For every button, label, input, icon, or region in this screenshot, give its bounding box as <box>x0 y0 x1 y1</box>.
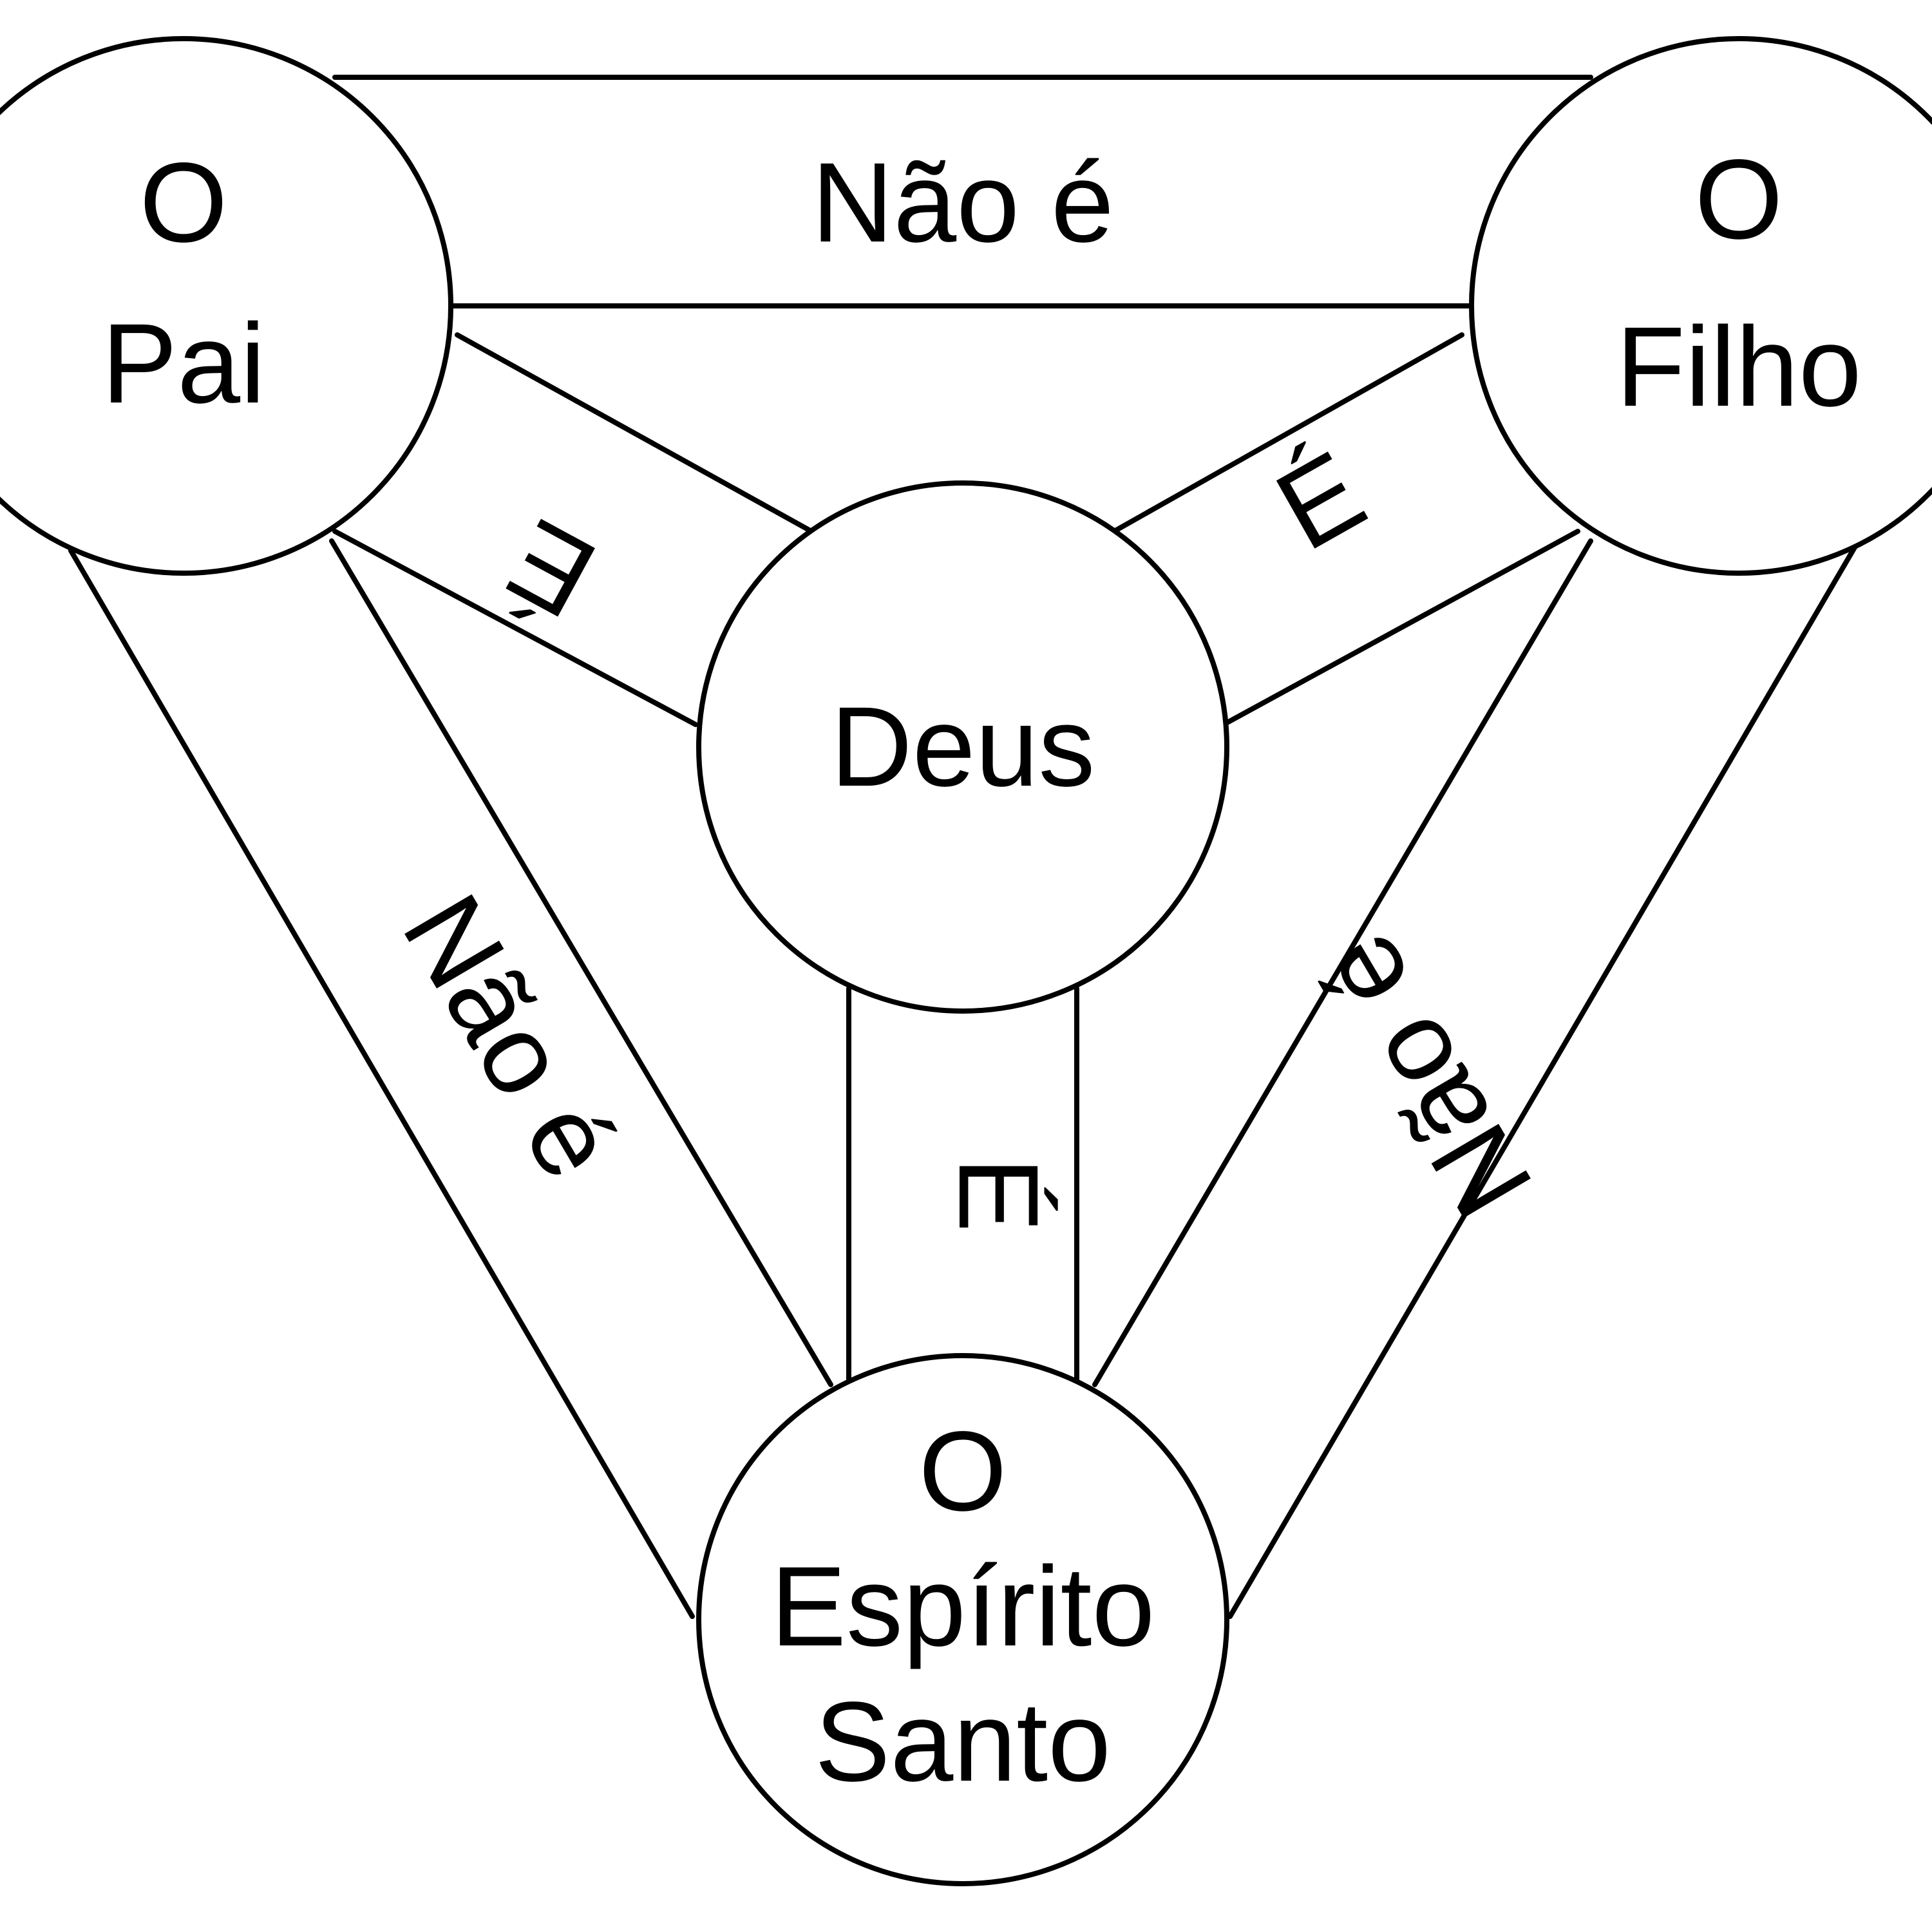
band-son-god <box>1112 332 1580 727</box>
node-spirit: O Espírito Santo <box>696 1353 1229 1886</box>
edge-label-son-spirit: Não é <box>1294 913 1557 1238</box>
node-son: O Filho <box>1469 36 1932 576</box>
edge-label-father-son: Não é <box>811 140 1114 266</box>
band-father-spirit <box>68 538 833 1619</box>
node-spirit-line-3: Santo <box>815 1679 1111 1805</box>
node-son-line-1: O <box>1695 137 1783 263</box>
band-father-god <box>332 332 814 727</box>
node-god: Deus <box>696 480 1229 1014</box>
edge-label-son-god: É <box>1256 428 1385 574</box>
node-god-label: Deus <box>831 684 1095 810</box>
node-spirit-line-2: Espírito <box>771 1544 1155 1670</box>
node-son-line-2: Filho <box>1616 304 1861 430</box>
node-father-line-1: O <box>140 140 228 266</box>
edge-label-father-god: É <box>488 495 615 642</box>
band-spirit-god <box>846 986 1079 1384</box>
node-father-line-2: Pai <box>102 301 265 427</box>
node-spirit-line-1: O <box>919 1408 1007 1535</box>
node-father: O Pai <box>0 36 453 576</box>
edge-label-spirit-god: É <box>935 1157 1061 1232</box>
band-father-son <box>332 75 1593 308</box>
band-son-spirit <box>1092 538 1857 1619</box>
